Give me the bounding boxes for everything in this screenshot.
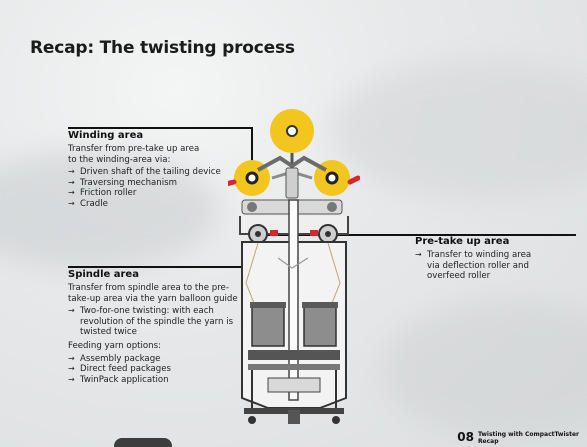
footer-caption-line: Recap: [477, 438, 499, 445]
slide-navigation-control[interactable]: [114, 438, 172, 447]
list-item: Driven shaft of the tailing device: [68, 167, 238, 178]
feeding-options-label: Feeding yarn options:: [68, 340, 161, 351]
twisting-machine-illustration: [228, 109, 360, 424]
winding-area-heading: Winding area: [68, 130, 144, 141]
winding-area-block: Winding area Transfer from pre-take up a…: [68, 130, 238, 210]
list-item: Cradle: [68, 199, 238, 210]
list-item: Two-for-one twisting: with each revoluti…: [68, 306, 238, 338]
list-item: TwinPack application: [68, 375, 238, 386]
pretake-area-block: Pre-take up area Transfer to winding are…: [415, 236, 545, 282]
list-item: Traversing mechanism: [68, 178, 238, 189]
spindle-callout-line: [68, 266, 246, 268]
winding-callout-line: [251, 127, 253, 180]
spindle-area-heading: Spindle area: [68, 269, 139, 280]
page-number: 08: [457, 430, 474, 444]
slide-footer: 08 Twisting with CompactTwister Recap: [457, 430, 579, 446]
spindle-area-block: Spindle area Transfer from spindle area …: [68, 269, 238, 385]
slide-title: Recap: The twisting process: [30, 38, 295, 58]
winding-callout-line: [68, 127, 251, 129]
footer-caption-line: Twisting with CompactTwister: [477, 431, 579, 438]
list-item: Transfer to winding area via deflection …: [415, 250, 545, 282]
list-item: Assembly package: [68, 354, 238, 365]
list-item: Direct feed packages: [68, 364, 238, 375]
pretake-area-heading: Pre-take up area: [415, 236, 510, 247]
background-shade: [380, 300, 587, 440]
winding-area-intro-line: Transfer from pre-take up area: [68, 144, 200, 154]
right-spindle-pot: [303, 305, 337, 347]
list-item: Friction roller: [68, 188, 238, 199]
pretake-callout-line: [262, 234, 576, 236]
background-shade: [330, 60, 587, 200]
spindle-area-intro: Transfer from spindle area to the pre-ta…: [68, 283, 238, 304]
winding-area-intro-line: to the winding-area via:: [68, 154, 171, 165]
left-spindle-pot: [251, 305, 285, 347]
top-spool-hub: [286, 125, 298, 137]
